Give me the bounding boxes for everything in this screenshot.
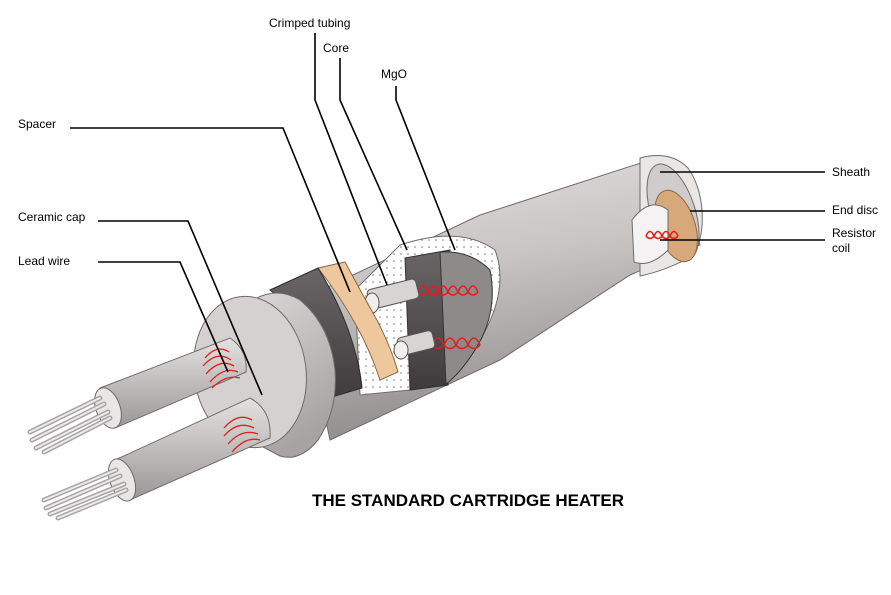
diagram-title: THE STANDARD CARTRIDGE HEATER (312, 491, 624, 510)
core-face (439, 251, 493, 385)
label-ceramic-cap: Ceramic cap (18, 210, 86, 224)
label-lead-wire: Lead wire (18, 254, 70, 268)
label-spacer: Spacer (18, 117, 56, 131)
leader-core (339, 58, 408, 251)
leader-lead-wire (98, 261, 229, 373)
leader-lines (70, 33, 825, 396)
leader-spacer (70, 127, 351, 293)
label-resistor-coil-line2: coil (832, 241, 850, 255)
spacer (317, 261, 399, 381)
label-mgo: MgO (381, 67, 407, 81)
lead-wire-wraps (202, 348, 261, 453)
leader-mgo (395, 86, 456, 251)
label-sheath: Sheath (832, 165, 870, 179)
label-end-disc: End disc (832, 203, 878, 217)
label-crimped-tubing: Crimped tubing (269, 16, 350, 30)
end-cutaway (631, 204, 669, 264)
lead-wire-lower (41, 397, 271, 521)
leader-crimped-tubing (314, 33, 388, 286)
label-resistor-coil-line1: Resistor (832, 226, 876, 240)
leader-ceramic-cap (98, 220, 263, 396)
label-core: Core (323, 41, 349, 55)
